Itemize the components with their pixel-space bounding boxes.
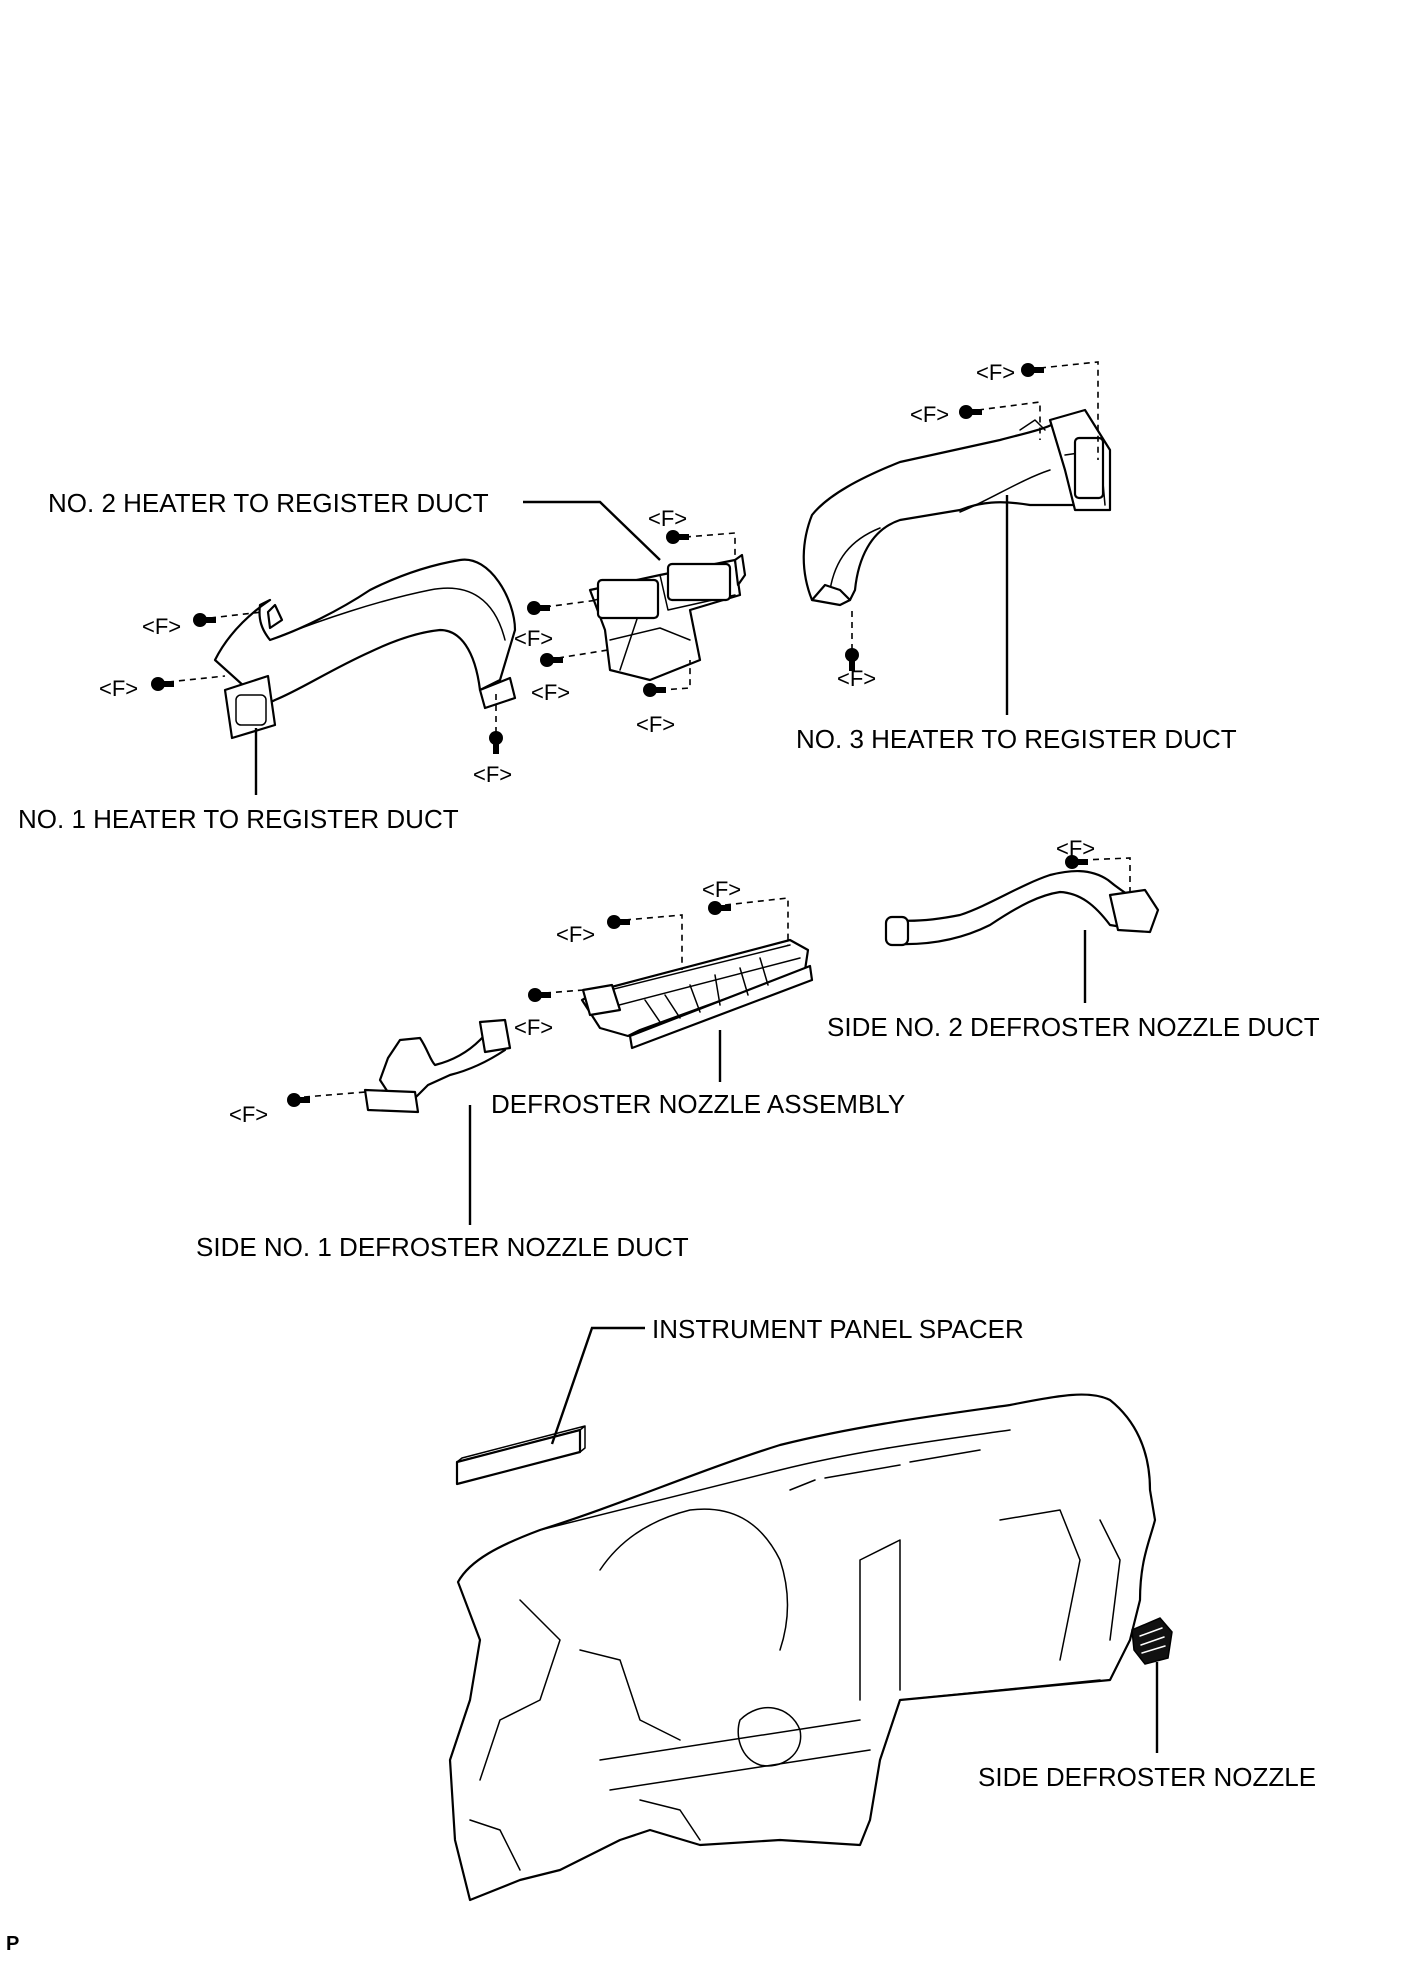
label-defroster-assembly: DEFROSTER NOZZLE ASSEMBLY <box>491 1089 905 1119</box>
screw-icon <box>1021 363 1044 377</box>
label-side1-duct: SIDE NO. 1 DEFROSTER NOZZLE DUCT <box>196 1232 689 1262</box>
label-instrument-panel-spacer: INSTRUMENT PANEL SPACER <box>652 1314 1024 1344</box>
side-defroster-nozzle <box>1131 1617 1173 1665</box>
screw-icon <box>607 915 630 929</box>
screw-icon <box>959 405 982 419</box>
screw-icons <box>151 363 1088 1107</box>
leader-lines <box>254 495 1159 1753</box>
fastener-label: <F> <box>229 1102 268 1127</box>
label-no2-duct: NO. 2 HEATER TO REGISTER DUCT <box>48 488 489 518</box>
no3-heater-duct <box>802 408 1112 607</box>
screw-icon <box>540 653 563 667</box>
fastener-label: <F> <box>976 360 1015 385</box>
fastener-label: <F> <box>636 712 675 737</box>
fastener-guide-lines <box>167 361 1131 1098</box>
fastener-labels: <F> <F> <F> <F> <F> <F> <F> <F> <F> <F> … <box>99 360 1095 1127</box>
screw-icon <box>151 677 174 691</box>
instrument-panel-spacer <box>455 1425 586 1486</box>
fastener-label: <F> <box>99 676 138 701</box>
fastener-label: <F> <box>473 762 512 787</box>
screw-icon <box>287 1093 310 1107</box>
screw-icon <box>489 731 503 754</box>
fastener-label: <F> <box>142 614 181 639</box>
instrument-panel <box>448 1393 1157 1902</box>
screw-icon <box>528 988 551 1002</box>
screw-icon <box>845 648 859 671</box>
screw-icon <box>193 613 216 627</box>
fastener-label: <F> <box>514 626 553 651</box>
fastener-label: <F> <box>531 680 570 705</box>
corner-mark: P <box>6 1933 19 1955</box>
fastener-label: <F> <box>910 402 949 427</box>
screw-icon <box>1065 855 1088 869</box>
side2-defroster-duct <box>884 870 1160 947</box>
fastener-label: <F> <box>702 877 741 902</box>
label-side2-duct: SIDE NO. 2 DEFROSTER NOZZLE DUCT <box>827 1012 1320 1042</box>
part-labels: NO. 2 HEATER TO REGISTER DUCT NO. 1 HEAT… <box>18 488 1320 1792</box>
label-side-defroster-nozzle: SIDE DEFROSTER NOZZLE <box>978 1762 1316 1792</box>
screw-icon <box>643 683 666 697</box>
label-no1-duct: NO. 1 HEATER TO REGISTER DUCT <box>18 804 459 834</box>
defroster-nozzle-assembly <box>580 938 814 1050</box>
fastener-label: <F> <box>514 1015 553 1040</box>
no1-heater-duct <box>213 558 517 740</box>
label-no3-duct: NO. 3 HEATER TO REGISTER DUCT <box>796 724 1237 754</box>
fastener-label: <F> <box>837 666 876 691</box>
fastener-label: <F> <box>648 506 687 531</box>
side1-defroster-duct <box>363 1018 512 1114</box>
screw-icon <box>527 601 550 615</box>
screw-icon <box>666 530 689 544</box>
no2-heater-duct <box>588 553 747 682</box>
screw-icon <box>708 901 731 915</box>
fastener-label: <F> <box>1056 836 1095 861</box>
fastener-label: <F> <box>556 922 595 947</box>
